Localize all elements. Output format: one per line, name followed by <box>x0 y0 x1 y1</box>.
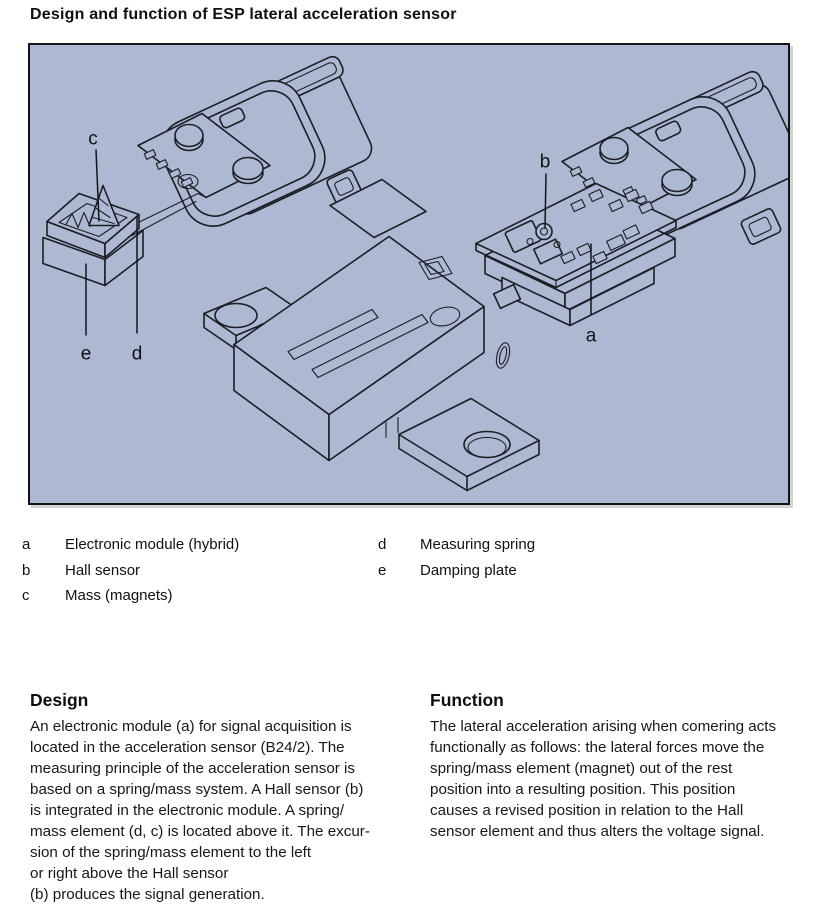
diagram-canvas: c e d b a <box>42 55 788 492</box>
legend-label: Measuring spring <box>420 536 536 553</box>
left-connector-assembly <box>42 55 427 287</box>
callout-a-label: a <box>586 326 597 347</box>
design-paragraph: An electronic module (a) for signal acqu… <box>30 718 370 903</box>
callout-c-label: c <box>88 129 98 150</box>
callouts: c e d b a <box>81 129 597 365</box>
damping-plate-stack <box>42 184 144 287</box>
legend-item: e Damping plate <box>378 561 708 579</box>
callout-b-label: b <box>540 152 551 173</box>
legend-item: c Mass (magnets) <box>22 588 352 604</box>
page-title: Design and function of ESP lateral accel… <box>30 6 457 23</box>
callout-d-label: d <box>132 344 143 365</box>
legend-label: Electronic module (hybrid) <box>65 536 240 553</box>
function-section: Function The lateral acceleration arisin… <box>430 690 808 842</box>
function-paragraph: The lateral acceleration arising when co… <box>430 718 777 840</box>
legend-item: b Hall sensor <box>22 561 352 579</box>
design-heading: Design <box>30 690 89 710</box>
callout-e-label: e <box>81 344 92 365</box>
legend-key: c <box>22 587 30 604</box>
legend-item: a Electronic module (hybrid) <box>22 537 352 553</box>
legend-label: Mass (magnets) <box>65 587 173 604</box>
callout-c-line <box>95 149 100 222</box>
legend-label: Damping plate <box>420 561 517 579</box>
legend-key: b <box>22 561 31 579</box>
legend-column-right: d Measuring spring e Damping plate <box>378 537 708 588</box>
main-housing <box>203 235 540 492</box>
legend-label: Hall sensor <box>65 561 141 579</box>
right-connector-assembly <box>475 70 788 327</box>
front-mounting-lug <box>398 397 540 492</box>
legend-key: d <box>378 536 387 553</box>
legend-item: d Measuring spring <box>378 537 708 553</box>
legend-key: a <box>22 536 31 553</box>
hall-sensor-shape <box>526 222 561 249</box>
hybrid-circuit-board <box>475 182 677 310</box>
callout-b-line <box>544 173 547 229</box>
design-section: Design An electronic module (a) for sign… <box>30 690 422 905</box>
sensor-exploded-diagram: c e d b a <box>28 43 790 505</box>
legend-column-left: a Electronic module (hybrid) b Hall sens… <box>22 537 352 614</box>
function-heading: Function <box>430 690 504 710</box>
legend-key: e <box>378 561 387 579</box>
mass-flag <box>88 184 120 227</box>
